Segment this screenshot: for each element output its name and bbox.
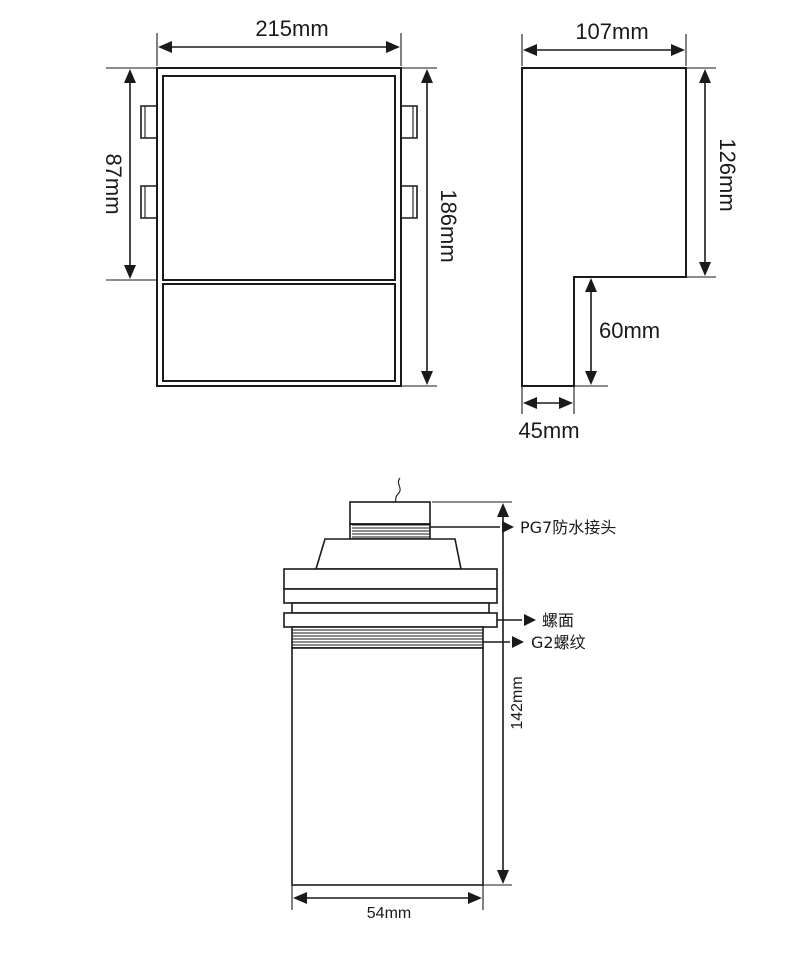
sensor-gland-threads xyxy=(352,524,430,538)
side-width-dimension: 107mm xyxy=(521,19,687,66)
front-view: 215mm 87mm 186mm xyxy=(101,16,461,387)
sensor-view: PG7防水接头 螺面 G2螺纹 142mm xyxy=(283,477,616,922)
front-total-height-label: 186mm xyxy=(436,189,461,262)
sensor-width-label: 54mm xyxy=(367,905,411,922)
front-housing-outline xyxy=(156,67,402,387)
sensor-height-dimension: 142mm xyxy=(432,501,526,886)
callout-nut-face-label: 螺面 xyxy=(542,611,574,630)
callout-thread-label: G2螺纹 xyxy=(531,633,586,652)
side-lower-width-label: 45mm xyxy=(518,418,579,443)
sensor-head xyxy=(314,538,462,570)
callout-nut-face: 螺面 xyxy=(497,611,574,630)
sensor-gland-cap xyxy=(349,501,431,525)
side-lower-height-label: 60mm xyxy=(599,318,660,343)
front-upper-panel xyxy=(162,75,396,281)
front-right-tabs xyxy=(401,105,418,219)
sensor-cable xyxy=(394,477,401,503)
side-height-label: 126mm xyxy=(715,138,740,211)
sensor-body xyxy=(291,647,484,886)
callout-gland: PG7防水接头 xyxy=(430,518,616,537)
front-left-tabs xyxy=(140,105,157,219)
front-width-dimension: 215mm xyxy=(156,16,402,66)
side-height-dimension: 126mm xyxy=(686,67,740,278)
callout-thread: G2螺纹 xyxy=(483,633,586,652)
side-view: 107mm 126mm 60mm 45mm xyxy=(518,19,740,443)
side-lower-height-dimension: 60mm xyxy=(574,278,660,387)
sensor-width-dimension: 54mm xyxy=(291,885,484,922)
side-lower-width-dimension: 45mm xyxy=(518,386,580,443)
sensor-nut-face xyxy=(283,612,498,628)
front-lower-panel xyxy=(162,283,396,382)
front-upper-height-label: 87mm xyxy=(101,153,126,214)
sensor-upper-flange xyxy=(283,568,498,590)
front-upper-height-dimension: 87mm xyxy=(101,67,157,281)
sensor-height-label: 142mm xyxy=(509,676,526,729)
callout-gland-label: PG7防水接头 xyxy=(520,518,616,537)
front-width-label: 215mm xyxy=(255,16,328,41)
front-total-height-dimension: 186mm xyxy=(401,67,461,387)
side-width-label: 107mm xyxy=(575,19,648,44)
sensor-thread-lines xyxy=(292,629,483,646)
